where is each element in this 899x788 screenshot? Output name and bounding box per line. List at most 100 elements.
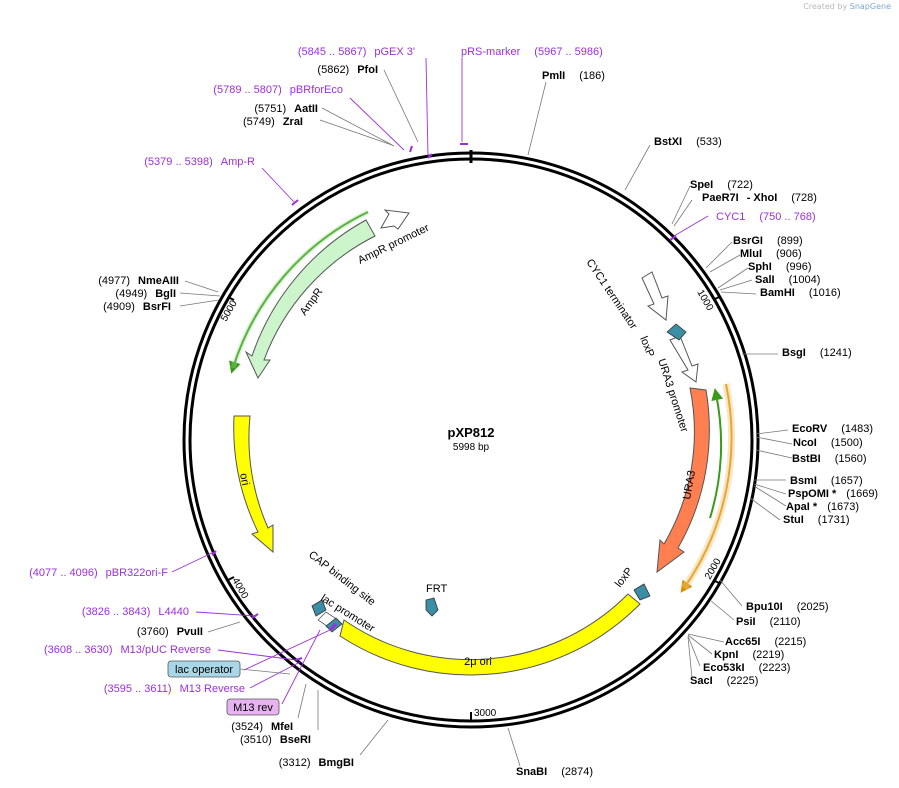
enzyme-pos: (722) bbox=[727, 179, 753, 191]
enzyme-bamhi: BamHI (1016) bbox=[760, 287, 841, 299]
primer-range: (3826 .. 3843) bbox=[82, 606, 151, 618]
enzyme-name: EcoRV bbox=[792, 423, 828, 435]
enzyme-pos: (1731) bbox=[818, 514, 850, 526]
primer-range: (5845 .. 5867) bbox=[298, 46, 367, 58]
cyc1-terminator-label: CYC1 terminator bbox=[584, 257, 640, 332]
primer-labels: (5845 .. 5867)pGEX 3' pRS-marker(5967 ..… bbox=[29, 46, 815, 695]
enzyme-extra: - XhoI bbox=[747, 192, 778, 204]
loxp-bottom-label: loxP bbox=[613, 566, 636, 590]
enzyme-pos: (3760) bbox=[137, 626, 169, 638]
ampr-primer-outline bbox=[230, 209, 370, 369]
primer-name: M13/pUC Reverse bbox=[121, 644, 211, 656]
enzyme-pos: (1673) bbox=[827, 501, 859, 513]
enzyme-pspomi: PspOMI *(1669) bbox=[788, 488, 878, 500]
primer-m13-puc-reverse: (3608 .. 3630)M13/pUC Reverse bbox=[44, 644, 211, 656]
enzyme-ncoi: NcoI(1500) bbox=[793, 437, 863, 449]
enzyme-paer7i-xhoi: PaeR7I - XhoI (728) bbox=[702, 192, 817, 204]
enzyme-pos: (4977) bbox=[98, 275, 130, 287]
enzyme-pos: (186) bbox=[579, 70, 605, 82]
snapgene-logo: SnapGene bbox=[849, 2, 891, 11]
enzyme-pos: (1657) bbox=[831, 475, 863, 487]
enzyme-name: PfoI bbox=[357, 64, 378, 76]
enzyme-bsrfi: (4909)BsrFI bbox=[103, 301, 171, 313]
ura3-promoter-feature bbox=[669, 335, 699, 383]
frt-feature bbox=[425, 597, 439, 617]
primer-range: (3595 .. 3611) bbox=[104, 683, 172, 695]
enzyme-name: Acc65I bbox=[725, 636, 760, 648]
enzyme-mfei: (3524)MfeI bbox=[231, 721, 293, 733]
enzyme-name: PsiI bbox=[736, 616, 756, 628]
two-mu-ori-label: 2μ ori bbox=[464, 656, 492, 668]
enzyme-name: BsrFI bbox=[143, 301, 171, 313]
primer-range: (4077 .. 4096) bbox=[29, 567, 98, 579]
enzyme-pos: (1483) bbox=[841, 423, 873, 435]
lac-operator-leader bbox=[239, 668, 291, 675]
tick-label-5000: 5000 bbox=[219, 298, 240, 323]
primer-cyc1: CYC1(750 .. 768) bbox=[716, 211, 816, 223]
enzyme-bsgi: BsgI(1241) bbox=[782, 347, 852, 359]
enzyme-zrai: (5749)ZraI bbox=[243, 116, 303, 128]
enzyme-name: SacI bbox=[690, 675, 713, 687]
enzyme-mlui: MluI(906) bbox=[740, 248, 802, 260]
enzyme-pos: (1016) bbox=[809, 287, 841, 299]
enzyme-ecorv: EcoRV (1483) bbox=[792, 423, 873, 435]
tick-label-1000: 1000 bbox=[694, 288, 715, 313]
m13-rev-label: M13 rev bbox=[233, 702, 273, 714]
ampr-primer-line bbox=[229, 211, 369, 374]
two-mu-ori-feature bbox=[339, 593, 641, 676]
ura3-feature bbox=[656, 387, 710, 574]
enzyme-pos: (899) bbox=[777, 235, 803, 247]
enzyme-name: PaeR7I bbox=[702, 192, 739, 204]
enzyme-name: ApaI * bbox=[786, 501, 818, 513]
enzyme-apai: ApaI * (1673) bbox=[786, 501, 859, 513]
enzyme-pos: (1560) bbox=[835, 453, 867, 465]
ura3-orange-glow bbox=[681, 383, 736, 591]
enzyme-pfoi: (5862)PfoI bbox=[317, 64, 378, 76]
enzyme-pos: (1500) bbox=[831, 437, 863, 449]
enzyme-pos: (4949) bbox=[115, 288, 147, 300]
enzyme-name: BamHI bbox=[760, 287, 795, 299]
enzyme-name: PvuII bbox=[177, 626, 203, 638]
plasmid-size: 5998 bp bbox=[453, 442, 490, 453]
enzyme-name: MluI bbox=[740, 248, 762, 260]
enzyme-name: KpnI bbox=[714, 649, 738, 661]
enzyme-name: StuI bbox=[783, 514, 804, 526]
primer-range: (750 .. 768) bbox=[759, 211, 815, 223]
enzyme-name: BsgI bbox=[782, 347, 806, 359]
enzyme-leaders bbox=[179, 69, 793, 767]
enzyme-pos: (5751) bbox=[254, 103, 286, 115]
enzyme-name: BmgBI bbox=[319, 757, 354, 769]
primer-l4440: (3826 .. 3843)L4440 bbox=[82, 606, 189, 618]
enzyme-pos: (533) bbox=[696, 136, 722, 148]
enzyme-bmgbi: (3312) BmgBI bbox=[279, 757, 354, 769]
enzyme-spei: SpeI(722) bbox=[690, 179, 753, 191]
enzyme-pos: (996) bbox=[786, 261, 812, 273]
enzyme-name: Eco53kI bbox=[703, 662, 745, 674]
enzyme-labels: PmlI(186) BstXI(533) SpeI(722) PaeR7I- X… bbox=[98, 64, 878, 778]
ura3-label: URA3 bbox=[681, 470, 698, 501]
enzyme-bstbi: BstBI (1560) bbox=[792, 453, 867, 465]
enzyme-name: BglI bbox=[155, 288, 176, 300]
enzyme-name: PspOMI * bbox=[788, 488, 837, 500]
enzyme-name: BstBI bbox=[792, 453, 821, 465]
loxp-top-feature bbox=[666, 323, 687, 341]
snapgene-credit: Created by SnapGene bbox=[803, 2, 891, 11]
enzyme-psii: PsiI (2110) bbox=[736, 616, 801, 628]
enzyme-name: NmeAIII bbox=[138, 275, 179, 287]
ori-label: ori bbox=[237, 472, 251, 486]
primer-name: pRS-marker bbox=[461, 46, 521, 58]
enzyme-pos: (2110) bbox=[770, 616, 801, 628]
enzyme-name: SnaBI bbox=[516, 766, 547, 778]
enzyme-name: PmlI bbox=[542, 70, 565, 82]
enzyme-stui: StuI (1731) bbox=[783, 514, 850, 526]
loxp-top-label: loxP bbox=[637, 335, 656, 359]
enzyme-bsrgi: BsrGI(899) bbox=[733, 235, 803, 247]
primer-name: pGEX 3' bbox=[374, 46, 415, 58]
enzyme-pos: (3312) bbox=[279, 757, 311, 769]
cyc1-terminator-feature bbox=[641, 271, 669, 321]
enzyme-pos: (2215) bbox=[774, 636, 806, 648]
tick-marks bbox=[227, 296, 720, 721]
enzyme-pos: (728) bbox=[791, 192, 817, 204]
primer-amp-r: (5379 .. 5398)Amp-R bbox=[144, 156, 255, 168]
